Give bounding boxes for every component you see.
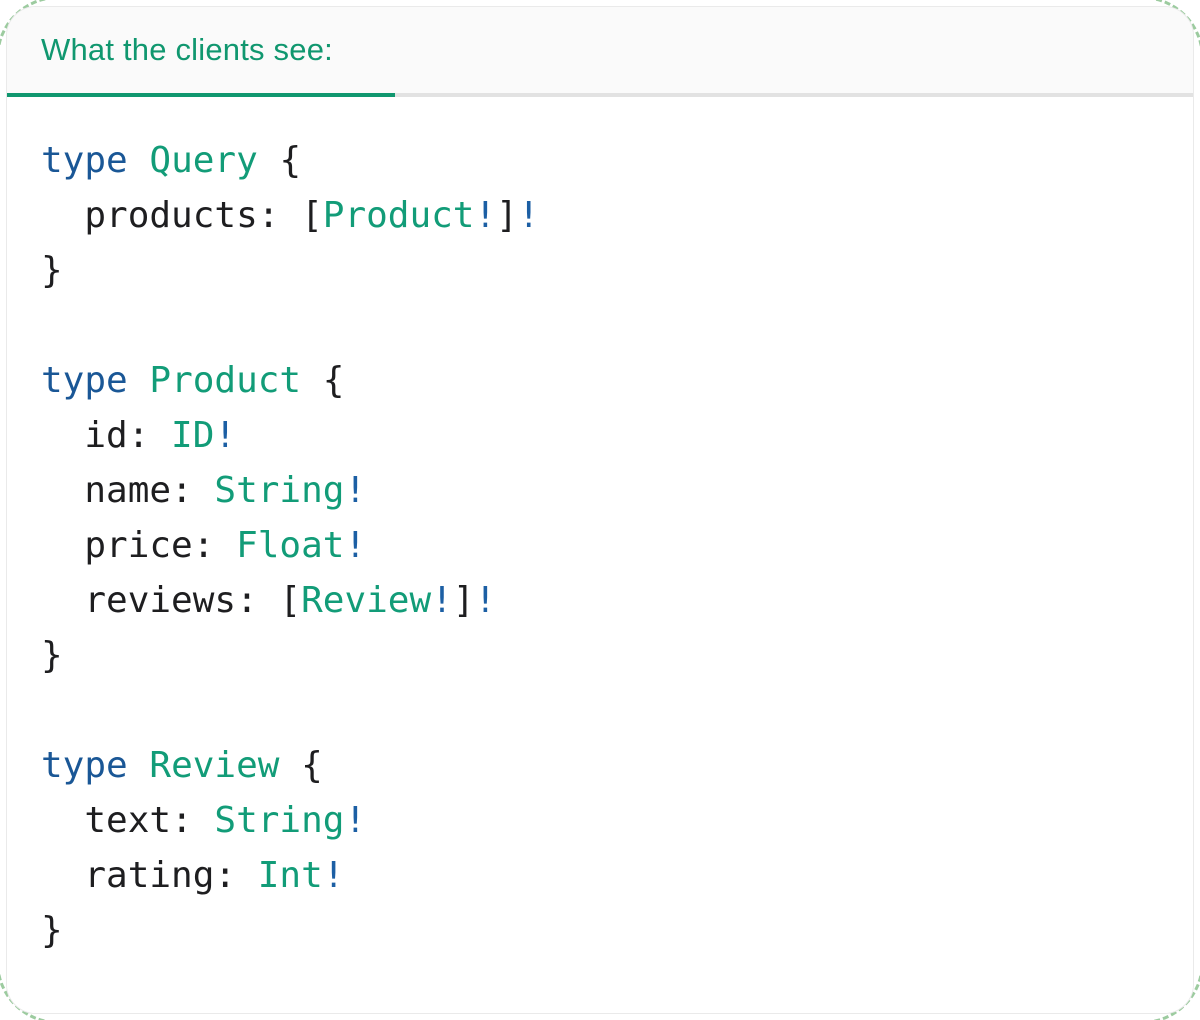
- code-line: }: [41, 910, 63, 951]
- card-header: What the clients see:: [7, 7, 1193, 97]
- clients-view-card: What the clients see: type Query { produ…: [6, 6, 1194, 1014]
- code-line: products: [Product!]!: [41, 195, 540, 236]
- code-line: [41, 298, 1153, 353]
- code-line: reviews: [Review!]!: [41, 580, 497, 621]
- code-line: price: Float!: [41, 525, 367, 566]
- active-tab-underline: [7, 93, 395, 97]
- code-line: text: String!: [41, 800, 367, 841]
- code-line: type Review {: [41, 745, 323, 786]
- code-line: name: String!: [41, 470, 367, 511]
- code-line: rating: Int!: [41, 855, 345, 896]
- code-line: [41, 683, 1153, 738]
- code-block: type Query { products: [Product!]!} type…: [7, 97, 1193, 1013]
- code-line: }: [41, 635, 63, 676]
- tab-what-clients-see[interactable]: What the clients see:: [41, 7, 333, 93]
- code-line: id: ID!: [41, 415, 237, 456]
- tab-label: What the clients see:: [41, 32, 333, 67]
- code-line: type Query {: [41, 140, 302, 181]
- code-line: }: [41, 250, 63, 291]
- code-line: type Product {: [41, 360, 345, 401]
